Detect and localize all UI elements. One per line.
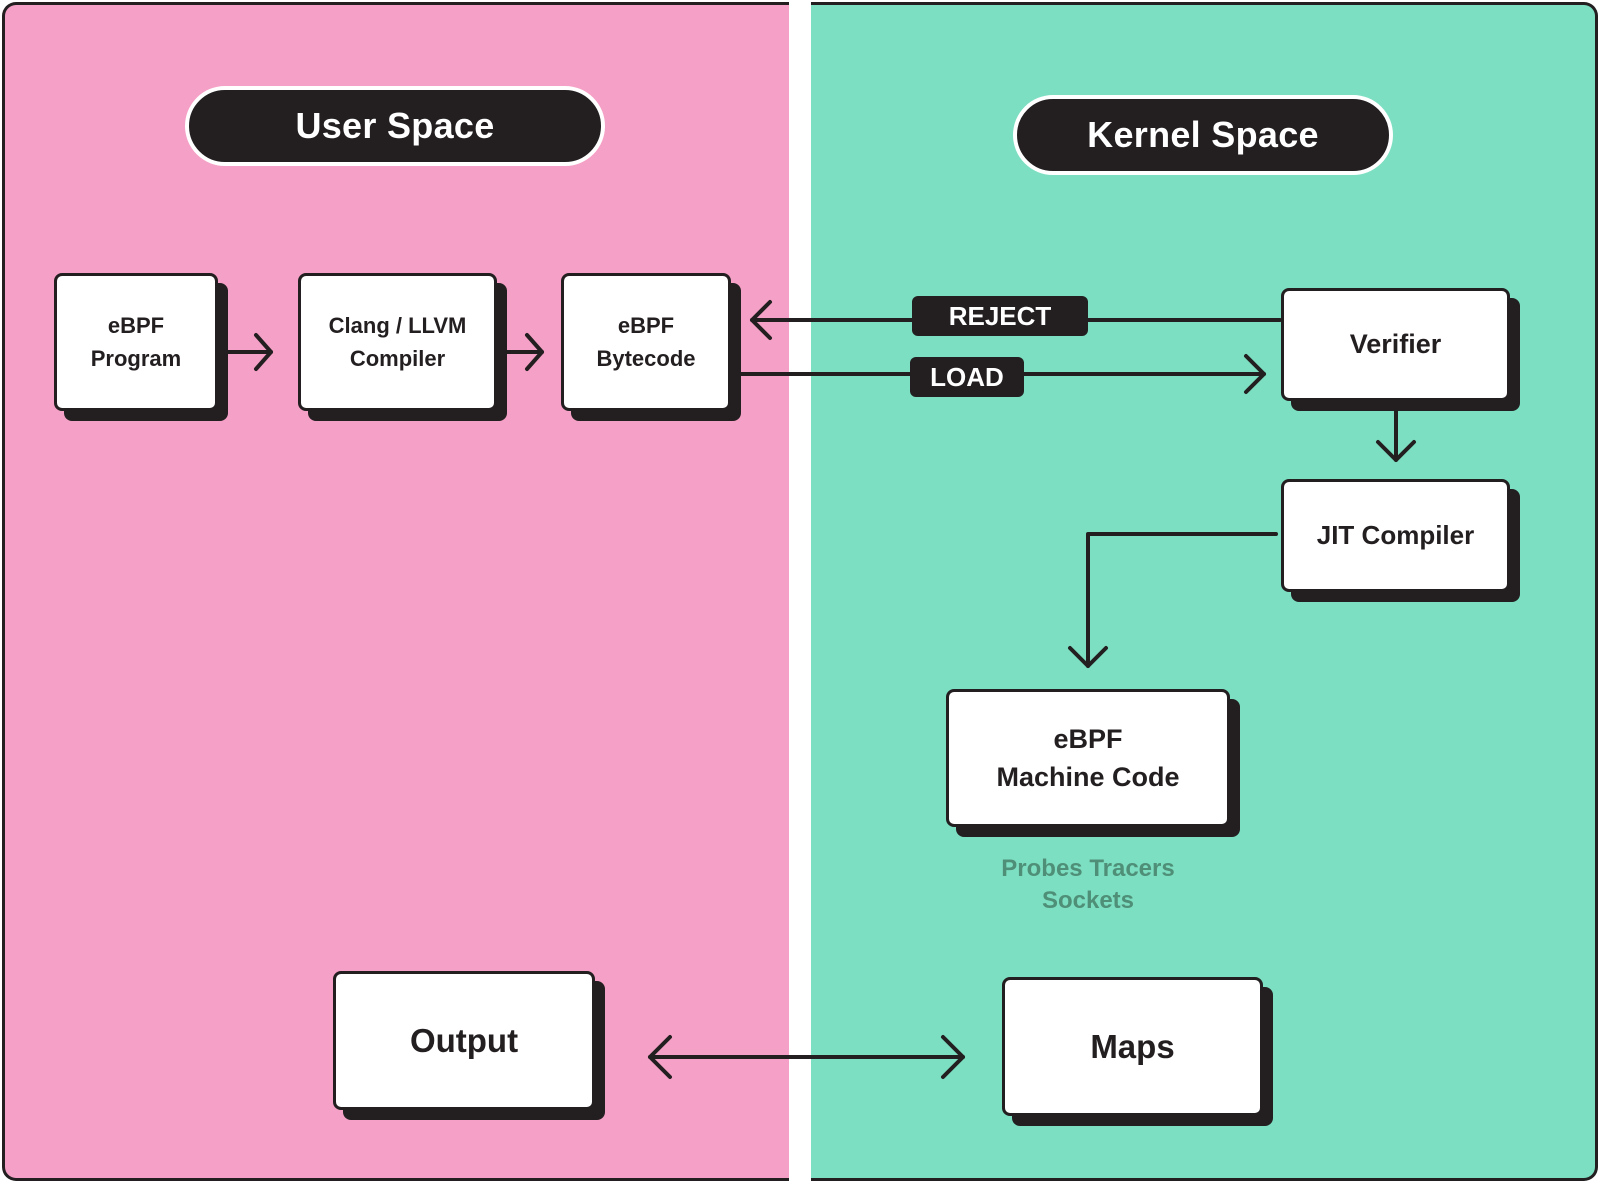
jit-compiler-node: JIT Compiler [1281,479,1510,592]
maps-node: Maps [1002,977,1263,1116]
output-label: Output [409,1021,519,1059]
reject-label: REJECT [912,296,1088,336]
verifier-node: Verifier [1281,288,1510,401]
clang-llvm-compiler-node: Clang / LLVM Compiler [298,273,497,411]
note-line-1: Probes Tracers [1001,855,1175,882]
ebpf-bytecode-label-1: eBPF [617,313,675,338]
clang-llvm-label-2: Compiler [349,346,446,371]
load-label: LOAD [910,357,1024,397]
arrowhead-reject [750,300,772,340]
arrow-jit-to-machine-code [1086,532,1278,668]
ebpf-bytecode-label-2: Bytecode [596,346,696,371]
maps-label: Maps [1090,1027,1175,1065]
note-line-2: Sockets [1041,887,1135,914]
user-space-header: User Space [185,86,605,166]
arrowhead-verifier-to-jit [1376,440,1416,462]
ebpf-program-label-2: Program [90,346,182,371]
arrowhead-to-maps [941,1035,965,1079]
ebpf-bytecode-node: eBPF Bytecode [561,273,731,411]
arrowhead-jit-to-machine-code [1068,646,1108,668]
jit-compiler-label: JIT Compiler [1316,520,1475,550]
output-node: Output [333,971,595,1110]
verifier-label: Verifier [1349,329,1442,359]
ebpf-program-label-1: eBPF [107,313,165,338]
kernel-space-header: Kernel Space [1013,95,1393,175]
clang-llvm-label-1: Clang / LLVM [328,313,467,338]
arrowhead-program-to-clang [254,333,273,371]
machine-code-label-2: Machine Code [996,762,1180,792]
ebpf-program-node: eBPF Program [54,273,218,411]
arrowhead-load [1244,354,1266,394]
machine-code-label-1: eBPF [1053,724,1123,754]
ebpf-machine-code-node: eBPF Machine Code [946,689,1230,827]
arrowhead-clang-to-bytecode [525,333,544,371]
arrowhead-to-output [648,1035,672,1079]
